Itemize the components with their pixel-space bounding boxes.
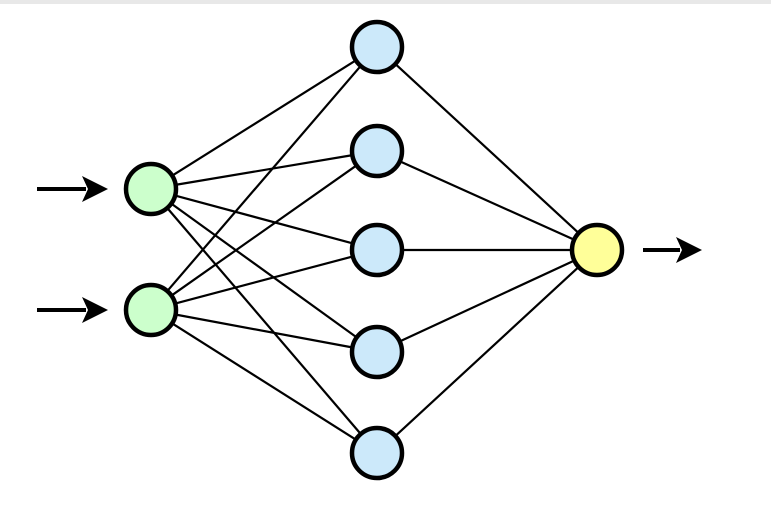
edge-i2-h2 bbox=[169, 163, 359, 298]
node-h2-hidden[interactable] bbox=[349, 123, 405, 179]
arrows-group bbox=[37, 176, 702, 323]
edge-i1-h5 bbox=[165, 206, 363, 436]
edge-i2-h5 bbox=[170, 321, 358, 442]
edge-i1-h2 bbox=[174, 153, 354, 187]
nodes-group bbox=[123, 19, 625, 481]
edges-group bbox=[165, 58, 581, 442]
node-i2-input[interactable] bbox=[123, 282, 179, 338]
edge-h5-o1 bbox=[393, 265, 581, 438]
node-h4-hidden[interactable] bbox=[349, 324, 405, 380]
edge-i2-h3 bbox=[173, 255, 355, 305]
input-arrow-bottom-head bbox=[82, 297, 108, 323]
edge-h4-o1 bbox=[398, 259, 576, 343]
node-h5-hidden[interactable] bbox=[349, 425, 405, 481]
top-edge-strip bbox=[0, 0, 771, 4]
output-arrow bbox=[643, 237, 702, 263]
node-h3-hidden[interactable] bbox=[349, 222, 405, 278]
input-arrow-top bbox=[37, 176, 108, 202]
input-arrow-bottom bbox=[37, 297, 108, 323]
edge-i2-h1 bbox=[165, 64, 363, 293]
node-o1-output[interactable] bbox=[569, 222, 625, 278]
edge-i1-h1 bbox=[170, 58, 358, 178]
edge-i1-h3 bbox=[173, 194, 355, 245]
edge-h1-o1 bbox=[393, 62, 581, 235]
edge-h2-o1 bbox=[398, 159, 576, 242]
node-i1-input[interactable] bbox=[123, 161, 179, 217]
output-arrow-head bbox=[676, 237, 702, 263]
node-h1-hidden[interactable] bbox=[349, 19, 405, 75]
edge-i1-h4 bbox=[169, 202, 359, 339]
input-arrow-top-head bbox=[82, 176, 108, 202]
edge-i2-h4 bbox=[174, 313, 354, 349]
